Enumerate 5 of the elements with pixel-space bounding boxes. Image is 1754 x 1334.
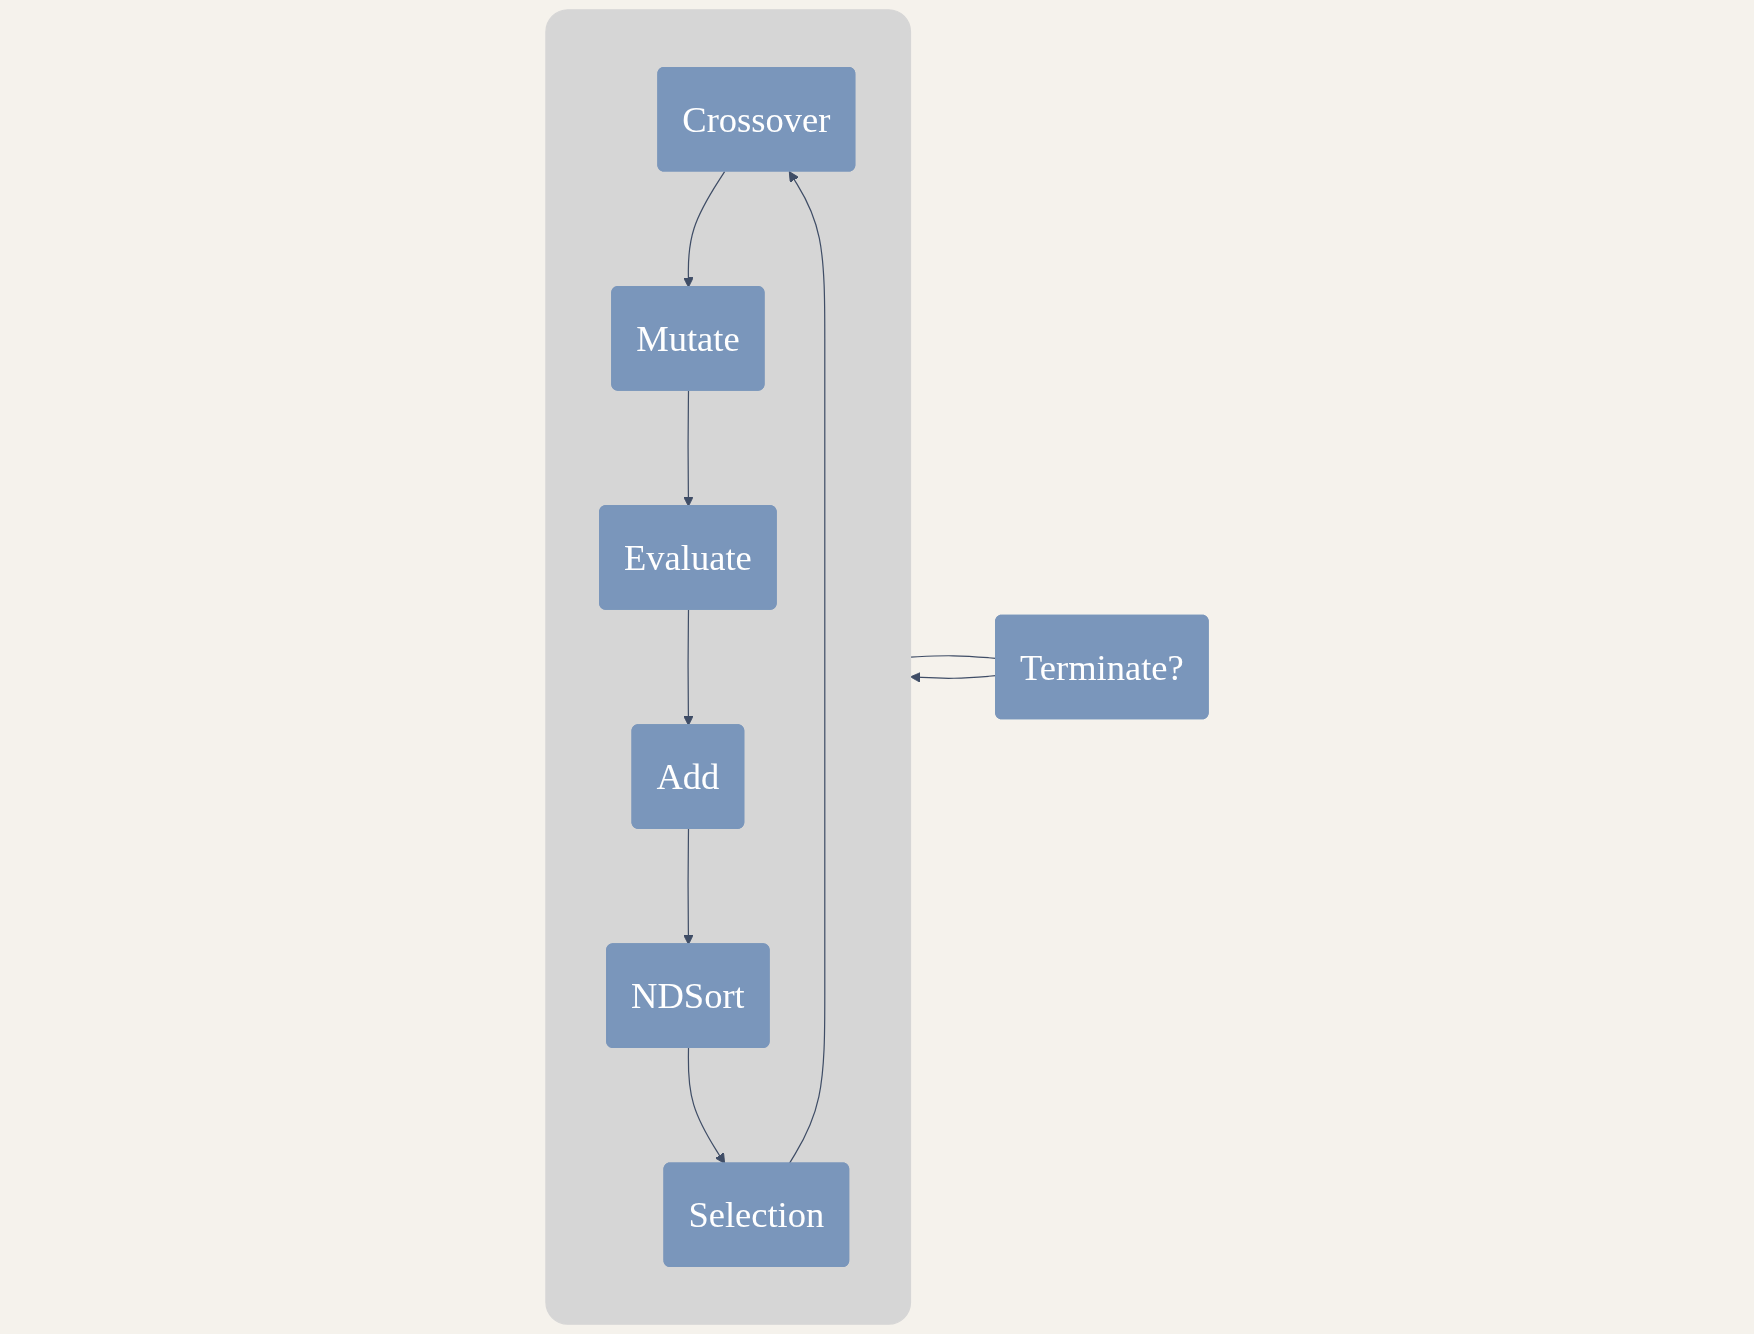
arrow [683,171,726,288]
arrow [683,390,694,507]
cluster [545,9,912,1325]
arrow [683,609,694,726]
arrow [683,828,694,945]
